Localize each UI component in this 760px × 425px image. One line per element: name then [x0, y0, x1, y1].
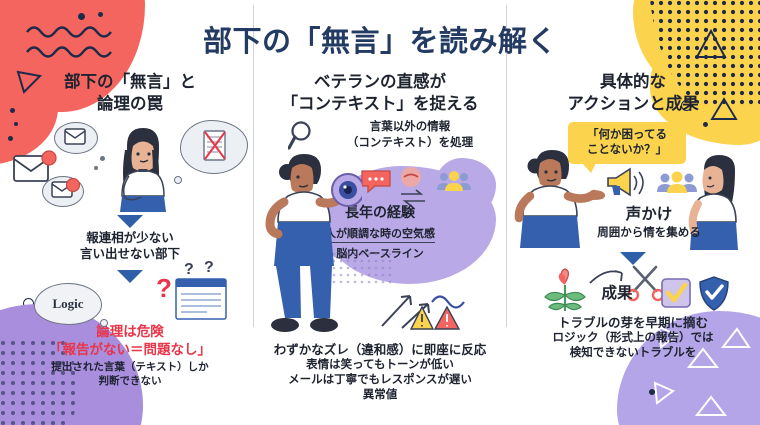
dot-shading-decor [332, 251, 392, 286]
column-divider-1 [253, 5, 254, 327]
column-1-mid-text: 報連相が少ない 言い出せない部下 [79, 230, 180, 261]
person-with-magnifier-illustration [265, 153, 362, 332]
column-3-illustration: 「何か困ってる ことないか？」 [512, 121, 754, 250]
reaction-arrows-icon [381, 294, 465, 329]
person-illustration [120, 127, 166, 212]
column-2-note-text: 言葉以外の情報 （コンテキスト）を処理 [346, 120, 474, 149]
column-1-heading: 部下の「無言」と 論理の罠 [64, 73, 196, 113]
dot-decor [98, 12, 103, 17]
column-2-foot-text: わずかなズレ（違和感）に即座に反応 表情は笑ってもトーンが低い メールは丁寧でも… [273, 342, 487, 401]
column-divider-2 [506, 5, 507, 327]
result-title-wrap: 成果 [572, 281, 662, 303]
flower-icon [544, 267, 586, 311]
chat-bubble-icon [361, 169, 391, 193]
megaphone-icon [607, 167, 644, 196]
column-action-results: 具体的な アクションと成果 「何か困ってる ことないか？」 [512, 68, 754, 413]
column-1-illustration [8, 119, 252, 212]
bubble-dot [100, 155, 105, 161]
column-2-heading: ベテランの直感が 「コンテキスト」を捉える [281, 73, 479, 113]
shield-check-icon [699, 275, 729, 311]
column-3-results-icons: 成果 [512, 265, 754, 317]
manager-person-illustration [514, 149, 606, 248]
column-2-note-row: 言葉以外の情報 （コンテキスト）を処理 [258, 121, 502, 150]
envelope-icon [64, 127, 86, 145]
flow-arrow-down [117, 214, 143, 228]
experience-cloud-title: 長年の経験 [345, 203, 415, 220]
magnifier-icon [288, 120, 311, 150]
column-logic-trap: 部下の「無言」と 論理の罠 [8, 68, 252, 413]
page-title: 部下の「無言」を読み解く [202, 26, 557, 58]
exchange-arrows-icon [401, 188, 425, 206]
warning-icon [410, 304, 461, 330]
logic-label: Logic [52, 296, 84, 312]
experience-cloud-sub1: 人が順調な時の空気感 [258, 224, 502, 243]
document-window-icon [175, 278, 227, 320]
column-3-heading: 具体的な アクションと成果 [567, 73, 699, 113]
column-1-red-text: 論理は危険 「報告がない＝問題なし」 [49, 324, 211, 357]
people-group-icon [437, 170, 471, 191]
question-mark-icon: ? [184, 261, 194, 279]
columns-container: 部下の「無言」と 論理の罠 [0, 68, 760, 413]
bubble-dot [94, 165, 98, 170]
scissors-icon [628, 265, 665, 301]
column-veteran-intuition: ベテランの直感が 「コンテキスト」を捉える 言葉以外の情報 （コンテキスト）を処… [258, 68, 502, 413]
result-title: 成果 [601, 284, 633, 302]
question-mark-icon: ? [156, 273, 172, 304]
column-3-foot-text: トラブルの芽を早期に摘む ロジック（形式上の報告）では 検知できないトラブルを [552, 315, 714, 359]
flow-arrow-down-3 [620, 251, 646, 265]
column-2-illustration: 長年の経験 人が順調な時の空気感 脳内ベースライン [258, 144, 502, 344]
notification-badge-icon [65, 177, 80, 192]
question-mark-icon: ? [204, 259, 214, 277]
subordinate-person-illustration [688, 154, 738, 250]
logic-thought-bubble: Logic [34, 283, 102, 326]
crossed-document-icon [203, 129, 226, 161]
flow-arrow-down-2 [117, 270, 143, 284]
people-group-icon [657, 171, 697, 193]
handshake-icon [401, 166, 421, 187]
checkbox-icon [661, 277, 691, 308]
column-1-logic-row: Logic ? ? ? [8, 259, 252, 328]
curved-arrow-icon [589, 269, 623, 284]
column-1-foot-text: 提出された言葉（テキスト）しか 判断できない [51, 361, 209, 387]
action-text-block: 声かけ 周囲から情を集める [597, 205, 701, 239]
